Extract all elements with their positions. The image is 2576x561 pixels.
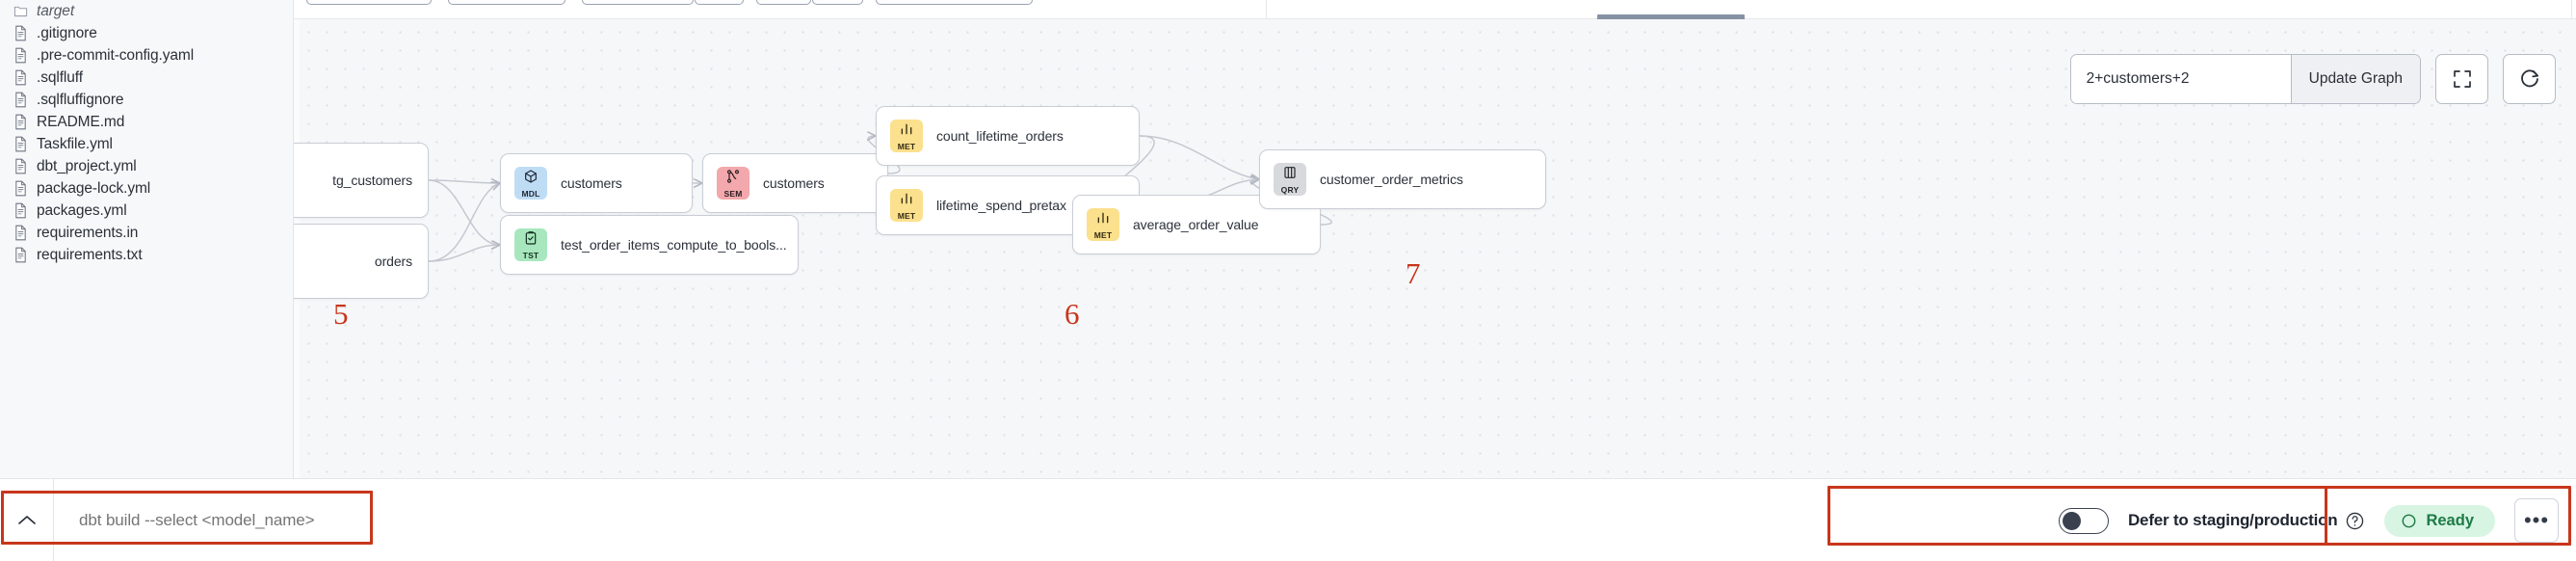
graph-toolbar: Update Graph bbox=[2069, 54, 2556, 104]
annotation-number-5: 5 bbox=[333, 297, 349, 331]
tst-badge-icon: TST bbox=[514, 228, 547, 261]
file-icon bbox=[13, 158, 28, 174]
folder-icon bbox=[13, 3, 28, 19]
annotation-number-7: 7 bbox=[1406, 256, 1421, 290]
graph-node-label: average_order_value bbox=[1133, 217, 1259, 232]
graph-node-label: customer_order_metrics bbox=[1320, 172, 1463, 187]
active-tab-underline bbox=[1597, 14, 1745, 20]
tab-strip-divider bbox=[2571, 0, 2572, 19]
graph-node-label: test_order_items_compute_to_bools... bbox=[561, 237, 787, 253]
file-name: requirements.txt bbox=[37, 246, 143, 263]
refresh-icon[interactable] bbox=[2503, 54, 2556, 104]
file-name: .pre-commit-config.yaml bbox=[37, 46, 195, 64]
status-badge: Ready bbox=[2384, 504, 2495, 537]
met-badge-icon: MET bbox=[890, 189, 923, 222]
file-list-item[interactable]: requirements.txt bbox=[0, 244, 293, 266]
file-name: .sqlfluffignore bbox=[37, 91, 124, 108]
graph-node-label: lifetime_spend_pretax bbox=[936, 198, 1066, 213]
chevron-up-icon[interactable] bbox=[0, 478, 54, 561]
file-list-item[interactable]: target bbox=[0, 0, 293, 22]
file-icon bbox=[13, 92, 28, 108]
graph-node-stg_customers[interactable]: tg_customers bbox=[294, 143, 429, 218]
status-label: Ready bbox=[2426, 511, 2474, 529]
annotation-number-6: 6 bbox=[1065, 297, 1080, 331]
graph-node-tst_order_items[interactable]: TST test_order_items_compute_to_bools... bbox=[500, 215, 799, 275]
file-list-item[interactable]: Taskfile.yml bbox=[0, 133, 293, 155]
graph-node-met_lifetime_spend_pretax[interactable]: MET lifetime_spend_pretax bbox=[876, 175, 1140, 235]
file-list-item[interactable]: README.md bbox=[0, 111, 293, 133]
graph-node-stg_orders[interactable]: orders bbox=[294, 224, 429, 299]
defer-toggle-knob bbox=[2062, 511, 2081, 530]
mdl-badge-icon: MDL bbox=[514, 167, 547, 200]
graph-node-label: count_lifetime_orders bbox=[936, 128, 1064, 144]
status-circle-icon bbox=[2401, 513, 2417, 529]
met-badge-icon: MET bbox=[890, 120, 923, 152]
editor-tab[interactable] bbox=[448, 0, 565, 5]
file-list-item[interactable]: .sqlfluff bbox=[0, 67, 293, 89]
file-icon bbox=[13, 114, 28, 130]
more-options-button[interactable]: ••• bbox=[2514, 498, 2559, 543]
file-list-item[interactable]: .gitignore bbox=[0, 22, 293, 44]
file-icon bbox=[13, 225, 28, 241]
graph-node-label: customers bbox=[763, 175, 825, 191]
file-icon bbox=[13, 202, 28, 219]
bottom-bar-right-cluster: Defer to staging/production Ready ••• bbox=[2058, 479, 2559, 561]
graph-search-input[interactable] bbox=[2070, 55, 2291, 103]
file-name: .sqlfluff bbox=[37, 68, 83, 86]
command-input[interactable] bbox=[54, 510, 1017, 530]
graph-node-label: tg_customers bbox=[332, 173, 412, 188]
graph-node-qry_customer_order_metrics[interactable]: QRY customer_order_metrics bbox=[1259, 149, 1546, 209]
graph-search-group[interactable]: Update Graph bbox=[2069, 54, 2421, 104]
editor-tab[interactable] bbox=[756, 0, 811, 5]
file-icon bbox=[13, 47, 28, 64]
update-graph-button[interactable]: Update Graph bbox=[2290, 55, 2420, 103]
graph-node-label: customers bbox=[561, 175, 622, 191]
graph-node-label: orders bbox=[374, 254, 412, 269]
graph-node-met_count_lifetime_orders[interactable]: MET count_lifetime_orders bbox=[876, 106, 1140, 166]
editor-tab[interactable] bbox=[306, 0, 432, 5]
editor-tab[interactable] bbox=[582, 0, 694, 5]
file-list-item[interactable]: requirements.in bbox=[0, 222, 293, 244]
editor-tab[interactable] bbox=[812, 0, 863, 5]
file-explorer-panel: target .gitignore .pre-commit-config.yam… bbox=[0, 0, 294, 478]
defer-toggle-label: Defer to staging/production bbox=[2127, 511, 2338, 529]
file-name: dbt_project.yml bbox=[37, 157, 137, 174]
file-icon bbox=[13, 247, 28, 263]
file-list: target .gitignore .pre-commit-config.yam… bbox=[0, 0, 293, 266]
defer-toggle[interactable] bbox=[2058, 507, 2109, 534]
file-list-item[interactable]: dbt_project.yml bbox=[0, 155, 293, 177]
graph-node-sem_customers[interactable]: SEM customers bbox=[702, 153, 888, 213]
dbt-command-bar: Defer to staging/production Ready ••• bbox=[0, 478, 2576, 561]
graph-node-mdl_customers[interactable]: MDL customers bbox=[500, 153, 693, 213]
file-icon bbox=[13, 69, 28, 86]
file-name: requirements.in bbox=[37, 224, 139, 241]
met-badge-icon: MET bbox=[1087, 208, 1119, 241]
file-name: target bbox=[37, 2, 75, 19]
tab-strip-divider bbox=[1266, 0, 1267, 19]
file-icon bbox=[13, 25, 28, 41]
file-icon bbox=[13, 136, 28, 152]
editor-tab[interactable] bbox=[695, 0, 744, 5]
qry-badge-icon: QRY bbox=[1274, 163, 1306, 196]
file-list-item[interactable]: .sqlfluffignore bbox=[0, 89, 293, 111]
file-icon bbox=[13, 180, 28, 197]
file-name: README.md bbox=[37, 113, 125, 130]
file-list-item[interactable]: .pre-commit-config.yaml bbox=[0, 44, 293, 67]
editor-tab[interactable] bbox=[876, 0, 1033, 5]
sem-badge-icon: SEM bbox=[717, 167, 749, 200]
help-circle-icon[interactable] bbox=[2345, 511, 2365, 531]
expand-icon[interactable] bbox=[2435, 54, 2488, 104]
file-list-item[interactable]: package-lock.yml bbox=[0, 177, 293, 200]
editor-tab-strip[interactable] bbox=[294, 0, 2576, 20]
file-name: .gitignore bbox=[37, 24, 97, 41]
file-list-item[interactable]: packages.yml bbox=[0, 200, 293, 222]
file-name: Taskfile.yml bbox=[37, 135, 113, 152]
file-name: packages.yml bbox=[37, 201, 127, 219]
file-name: package-lock.yml bbox=[37, 179, 151, 197]
